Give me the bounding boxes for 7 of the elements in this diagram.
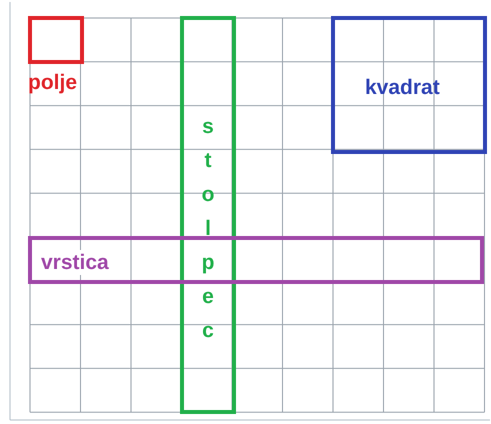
highlight-outline — [180, 16, 236, 414]
node-label: vrstica — [38, 250, 112, 275]
node-label: kvadrat — [365, 77, 440, 98]
node-label: stolpec — [200, 114, 216, 344]
highlight-outline — [28, 236, 484, 284]
highlight-outline — [331, 16, 487, 154]
node-label: polje — [28, 72, 78, 93]
